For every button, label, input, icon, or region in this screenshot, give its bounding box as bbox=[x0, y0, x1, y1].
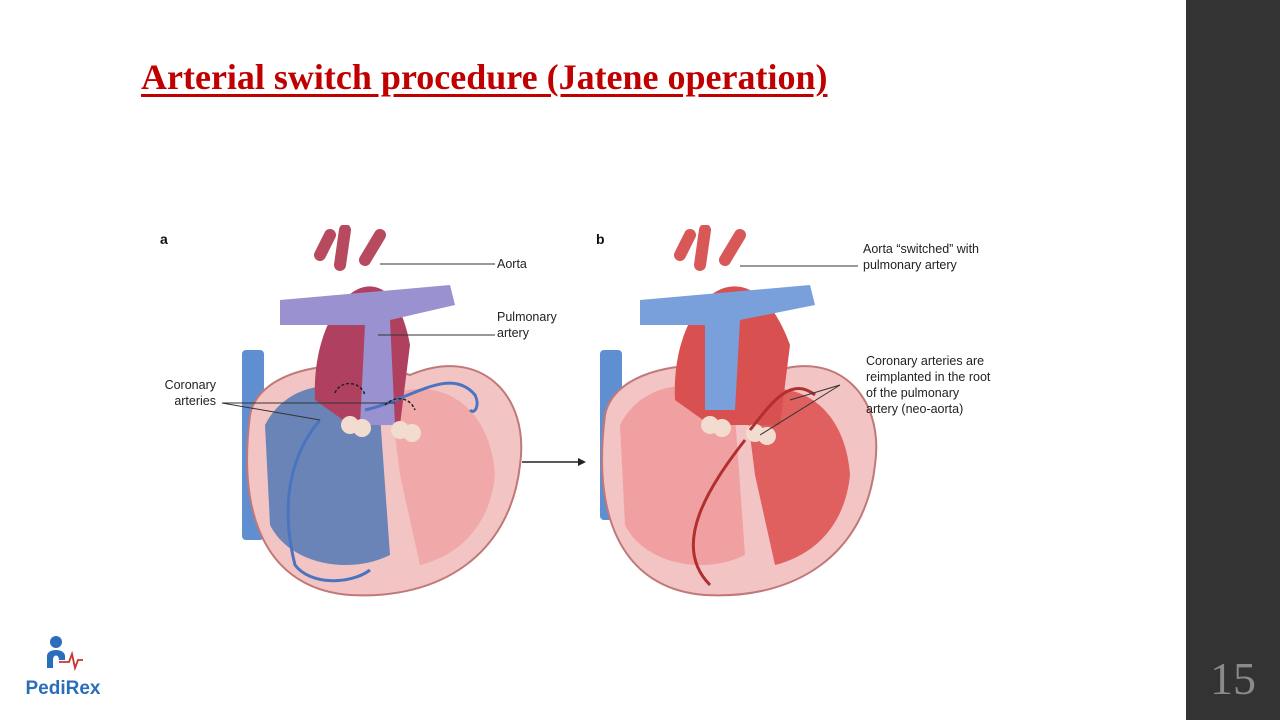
aorta-label: Aorta bbox=[497, 257, 527, 271]
pulmonary-artery-label: Pulmonary artery bbox=[497, 310, 557, 340]
logo-text: PediRex bbox=[25, 678, 101, 699]
heart-illustrations bbox=[221, 224, 878, 597]
heart-a-illustration bbox=[221, 224, 523, 597]
pedirex-logo: PediRex bbox=[15, 632, 111, 716]
pedirex-logo-icon bbox=[47, 636, 83, 672]
panel-b-label: b bbox=[596, 231, 605, 247]
panel-a-label: a bbox=[160, 231, 168, 247]
slide-title: Arterial switch procedure (Jatene operat… bbox=[141, 57, 828, 97]
heart-b-illustration bbox=[600, 224, 878, 597]
arrow-icon bbox=[522, 458, 586, 466]
coronary-reimplanted-label: Coronary arteries are reimplanted in the… bbox=[866, 354, 991, 416]
slide-number: 15 bbox=[1210, 653, 1256, 704]
right-sidebar bbox=[1186, 0, 1280, 720]
aorta-switched-label: Aorta “switched” with pulmonary artery bbox=[863, 242, 980, 272]
heart-diagram-figure: a Aorta Pulmonary artery Coronary arteri… bbox=[150, 224, 1030, 605]
coronary-arteries-label: Coronary arteries bbox=[164, 378, 216, 408]
